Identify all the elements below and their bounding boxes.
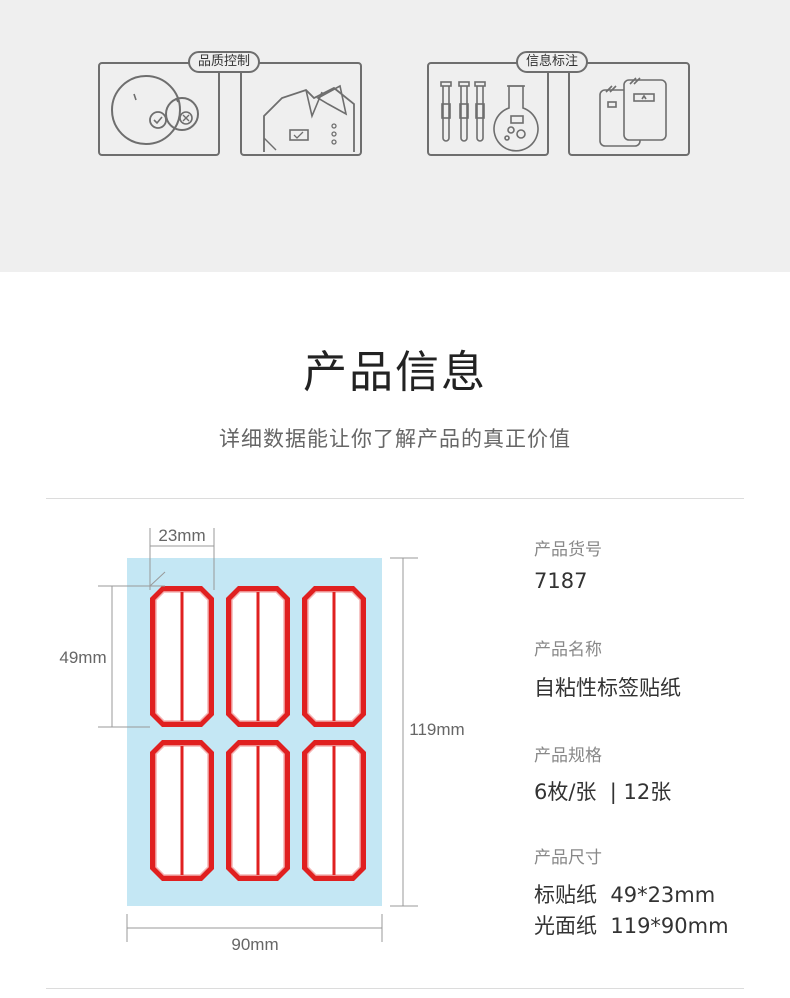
sheet-height-text: 119mm	[409, 720, 464, 739]
spec-dimensions-value: 标贴纸 49*23mm	[534, 883, 716, 907]
sticker-label-3	[302, 586, 366, 727]
bottom-divider	[46, 988, 744, 989]
sticker-divider	[332, 592, 336, 721]
label-height-text: 49mm	[59, 648, 106, 667]
bags-card	[568, 62, 690, 156]
top-divider	[46, 498, 744, 499]
sticker-label-5	[226, 740, 290, 881]
label-height-dimension	[98, 571, 166, 728]
spec-size-spec-value: 6枚/张 | 12张	[534, 780, 672, 804]
sticker-divider	[332, 746, 336, 875]
spec-name-value: 自粘性标签贴纸	[534, 676, 681, 700]
lab-coat-card	[240, 62, 362, 156]
sticker-divider	[180, 746, 184, 875]
label-grid	[150, 586, 366, 881]
sticker-label-1	[150, 586, 214, 727]
spec-item-no-label: 产品货号	[534, 540, 602, 560]
section-subtitle: 详细数据能让你了解产品的真正价值	[219, 427, 571, 451]
bag-icon	[599, 77, 667, 147]
test-tubes-card	[427, 62, 549, 156]
magnifier-card	[98, 62, 220, 156]
sheet-width-text: 90mm	[231, 935, 278, 954]
spec-item-no-value: 7187	[534, 569, 588, 593]
sticker-label-2	[226, 586, 290, 727]
quality-control-tag: 品质控制	[188, 51, 261, 73]
sheet-height-dimension	[390, 557, 418, 907]
magnifier-icon	[111, 75, 199, 145]
lab-coat-icon	[263, 84, 355, 152]
sticker-label-6	[302, 740, 366, 881]
info-labeling-tag: 信息标注	[516, 51, 589, 73]
section-title: 产品信息	[303, 347, 487, 398]
sticker-divider	[256, 592, 260, 721]
test-tubes-icon	[440, 81, 539, 152]
label-width-text: 23mm	[158, 526, 205, 545]
sticker-label-4	[150, 740, 214, 881]
usage-banner: 品质控制	[0, 0, 790, 272]
sticker-divider	[256, 746, 260, 875]
spec-name-label: 产品名称	[534, 640, 602, 660]
sheet-width-dimension	[126, 914, 383, 942]
label-width-dimension	[149, 528, 215, 590]
spec-dimensions-value-2: 光面纸 119*90mm	[534, 914, 729, 938]
spec-size-spec-label: 产品规格	[534, 746, 602, 766]
sticker-divider	[180, 592, 184, 721]
spec-dimensions-label: 产品尺寸	[534, 848, 602, 868]
